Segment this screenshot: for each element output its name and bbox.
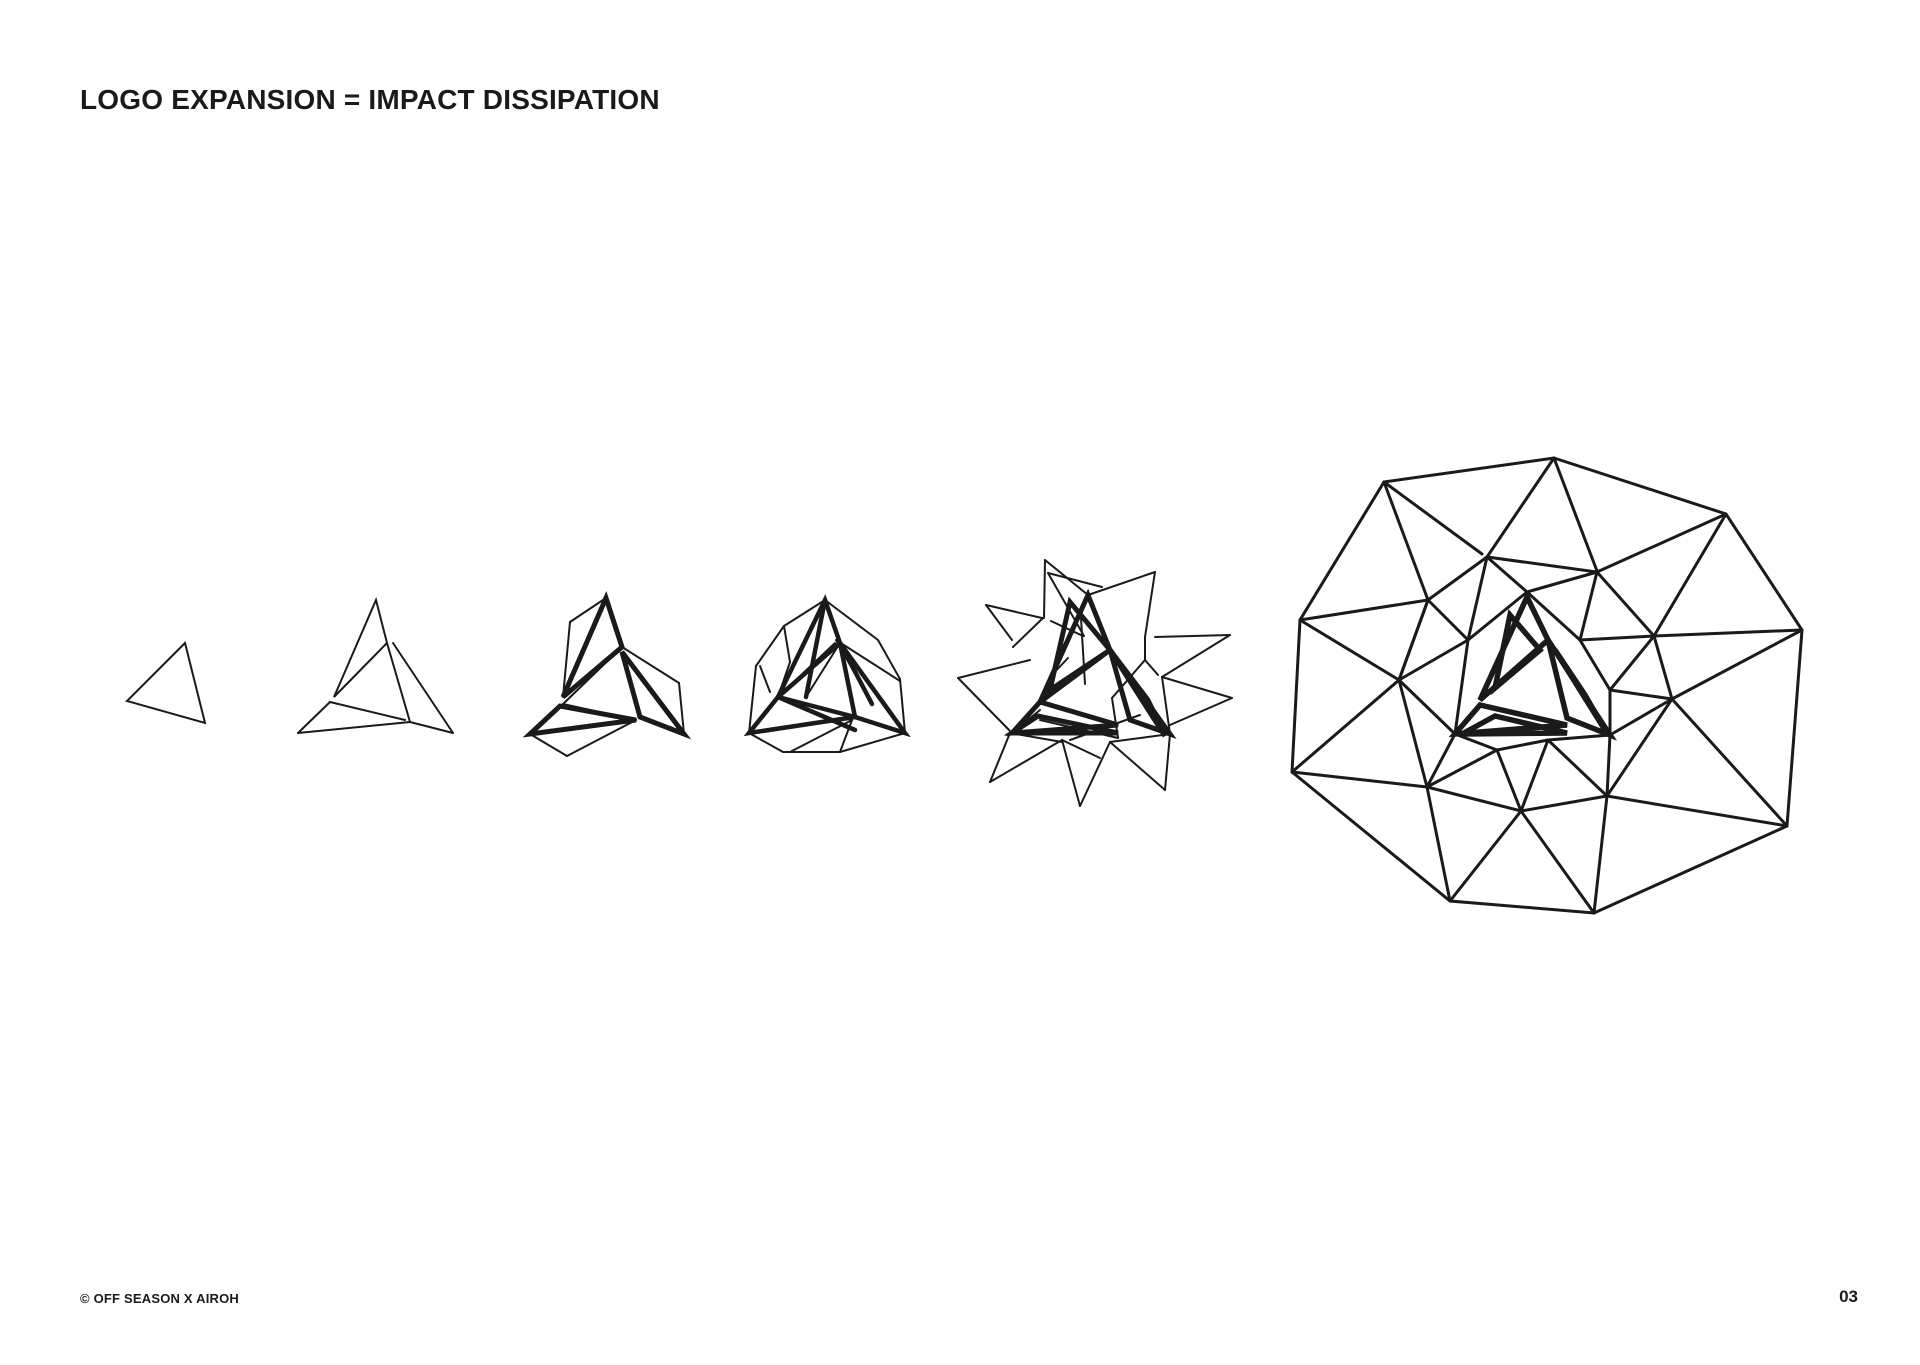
stage-6-logo-bold: [1448, 590, 1618, 741]
stage-5-logo-bold: [1003, 588, 1177, 739]
stage-3-logo-bold: [522, 590, 692, 740]
page-title: LOGO EXPANSION = IMPACT DISSIPATION: [80, 84, 660, 115]
stage-6-logo: [1290, 456, 1804, 915]
stage-4-logo-bold: [743, 594, 911, 738]
stage-5-logo: [957, 559, 1233, 807]
copyright-footer: © OFF SEASON X AIROH: [80, 1291, 239, 1306]
stage-1-logo: [125, 641, 207, 725]
stage-2-logo: [297, 596, 454, 734]
page-number: 03: [1839, 1287, 1858, 1306]
